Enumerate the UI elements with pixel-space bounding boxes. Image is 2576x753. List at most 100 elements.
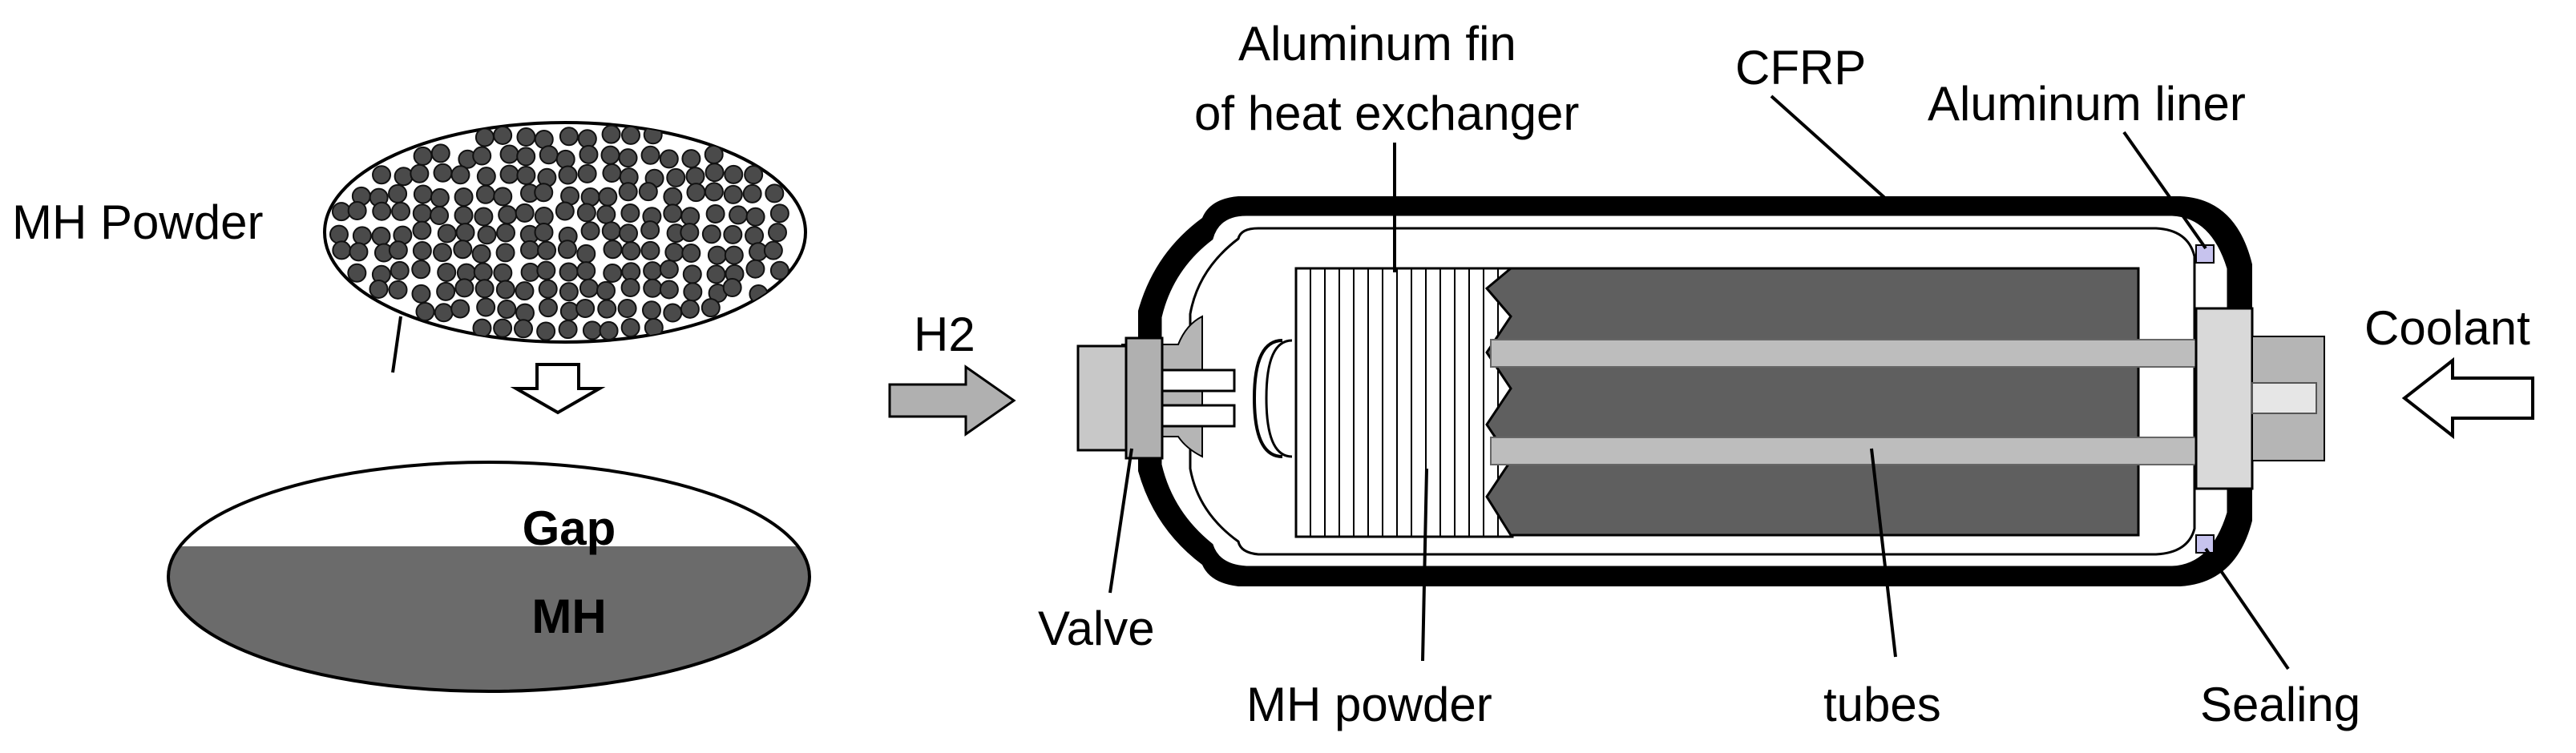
down-arrow	[510, 363, 606, 415]
mh-particle	[745, 207, 765, 227]
mh-particle	[596, 204, 616, 224]
mh-particle	[474, 207, 494, 227]
mh-particle	[413, 184, 433, 204]
mh-particle	[620, 318, 640, 338]
mh-particle	[515, 281, 535, 301]
mh-particle	[559, 301, 579, 321]
mh-particle	[582, 320, 602, 340]
mh-particle	[683, 282, 703, 302]
mh-particle	[411, 284, 431, 304]
mh-particle	[680, 207, 701, 227]
mh-particle	[394, 167, 414, 187]
mh-particle	[618, 148, 638, 168]
mh-powder-label: MH Powder	[12, 195, 263, 249]
mh-particle	[536, 321, 556, 341]
mh-particle	[496, 223, 516, 243]
mh-particle	[744, 165, 764, 185]
mh-particle	[559, 262, 579, 282]
mh-particle	[412, 241, 432, 261]
mh-particle	[706, 264, 726, 284]
mh-particle	[603, 240, 623, 260]
seal-bottom	[2195, 534, 2215, 554]
mh-particle	[331, 202, 351, 222]
mh-particle	[580, 187, 600, 207]
gap-mh-ellipse	[167, 461, 811, 693]
mh-particle	[454, 205, 474, 225]
mh-particle	[538, 279, 558, 299]
mh-particle	[538, 298, 558, 318]
mh-particle	[663, 187, 683, 207]
mh-particle	[680, 299, 700, 319]
mh-particle	[621, 241, 641, 261]
mh-particle	[437, 262, 457, 282]
mh-particle	[685, 167, 705, 187]
mh-particle	[598, 187, 618, 207]
gap-label: Gap	[523, 501, 616, 555]
mh-particle	[411, 260, 431, 280]
mh-particle	[723, 184, 743, 204]
mh-particle	[498, 205, 518, 225]
mh-particle	[601, 221, 621, 241]
mh-particle	[769, 260, 789, 280]
mh-particle	[619, 223, 639, 244]
mh-particle	[600, 145, 620, 165]
mh-particle	[742, 183, 762, 203]
mh-particle	[659, 280, 679, 300]
mh-particle	[724, 164, 744, 184]
mh-particle	[437, 223, 457, 244]
mh-particle	[493, 187, 513, 207]
mh-particle	[686, 183, 706, 203]
mh-particle	[597, 299, 617, 319]
mh-particle	[332, 240, 352, 260]
mh-particle	[664, 242, 684, 262]
mh-particle	[472, 146, 492, 166]
sealing-label: Sealing	[2200, 678, 2360, 731]
mh-particle	[477, 225, 497, 245]
mh-particle	[643, 278, 663, 298]
mh-particle	[705, 203, 725, 223]
mh-particle	[539, 145, 559, 165]
mh-particle	[767, 223, 787, 243]
mh-powder-bottom-leader	[1421, 468, 1428, 662]
mh-powder-bottom-label: MH powder	[1246, 678, 1492, 731]
mh-particle	[515, 203, 535, 223]
mh-particle	[724, 245, 744, 265]
mh-particle	[499, 164, 519, 184]
mh-particle	[434, 303, 454, 323]
tube-lower	[1490, 437, 2213, 465]
mh-particle	[390, 260, 410, 280]
mh-particle	[372, 201, 392, 221]
mh-particle	[499, 144, 519, 164]
mh-powder-ellipse	[323, 121, 807, 344]
mh-particle	[599, 320, 619, 340]
mh-particle	[559, 127, 579, 147]
mh-particle	[371, 226, 391, 246]
mh-particle	[575, 298, 596, 318]
mh-particle	[601, 124, 621, 144]
mh-label: MH	[531, 590, 606, 643]
mh-particle	[618, 182, 638, 202]
mh-particle	[555, 201, 575, 221]
mh-particle	[520, 262, 540, 282]
mh-particle	[474, 127, 495, 147]
mh-particle	[430, 143, 450, 163]
mh-particle	[680, 223, 700, 243]
mh-particle	[559, 282, 579, 302]
mh-particle	[349, 242, 369, 262]
mh-particle	[450, 299, 470, 319]
valve-leader	[1108, 448, 1133, 594]
mh-particle	[701, 224, 721, 244]
mh-particle	[455, 223, 475, 243]
mh-particle	[454, 187, 474, 207]
mh-particle	[729, 205, 749, 225]
mh-particle	[659, 149, 679, 169]
mh-particle	[682, 264, 702, 284]
coolant-arrow	[2401, 356, 2534, 440]
coolant-label: Coolant	[2364, 301, 2530, 355]
mh-particle	[558, 165, 578, 185]
mh-particle	[596, 280, 616, 300]
cfrp-leader	[1770, 95, 1889, 202]
mh-particle	[415, 302, 435, 322]
mh-particle	[454, 278, 474, 298]
mh-particle	[576, 244, 596, 264]
